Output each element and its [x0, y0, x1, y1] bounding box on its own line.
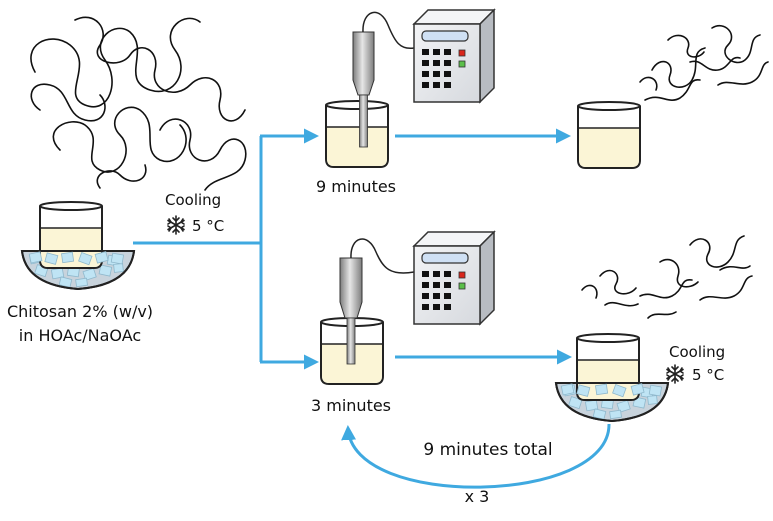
bottom-duration-label: 3 minutes	[311, 396, 391, 415]
total-time-label: 9 minutes total	[423, 440, 552, 460]
repeat-count-label: x 3	[465, 487, 490, 506]
polymer-chains-short-bottom	[581, 235, 753, 319]
top-sonicator-probe	[352, 11, 415, 148]
cooling-label-right: Cooling	[669, 343, 725, 361]
bottom-sonicator-probe	[339, 238, 415, 365]
chitosan-label-line2: in HOAc/NaOAc	[19, 326, 141, 345]
ice-cubes-right	[560, 383, 663, 398]
snowflake-icon	[167, 215, 185, 235]
cooling-label-left: Cooling	[165, 191, 221, 209]
repeat-loop-arrow	[341, 423, 611, 489]
top-ultrasonic-processor	[413, 9, 495, 103]
product-beaker-top	[577, 101, 641, 169]
top-duration-label: 9 minutes	[316, 177, 396, 196]
temperature-label-right: 5 °C	[692, 366, 724, 384]
polymer-chains-long	[30, 16, 247, 191]
temperature-label-left: 5 °C	[192, 217, 224, 235]
polymer-chains-short-top	[639, 25, 769, 101]
ice-cubes-left	[28, 251, 125, 266]
flow-arrows	[133, 128, 611, 489]
bottom-ultrasonic-processor	[413, 231, 495, 325]
top-beaker	[325, 100, 389, 168]
snowflake-icon	[666, 364, 684, 384]
chitosan-label-line1: Chitosan 2% (w/v)	[7, 302, 153, 321]
